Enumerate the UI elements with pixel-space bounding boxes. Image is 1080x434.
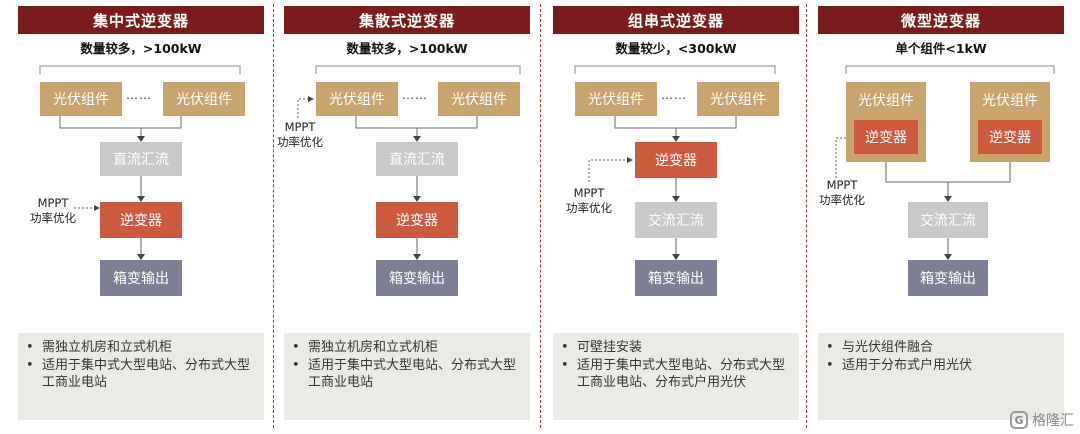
power-optimization-text: 功率优化 xyxy=(277,135,323,149)
pv-module-box: 光伏组件 xyxy=(438,82,520,116)
pv-module-label: 光伏组件 xyxy=(982,93,1038,109)
connector-lines xyxy=(574,65,776,260)
note-item: • 适用于分布式户用光伏 xyxy=(826,357,1056,374)
bullet: • xyxy=(561,340,569,355)
column-string: 组串式逆变器 数量较少，<300kW 光伏组件 …… 光伏组件 逆变器 MPPT… xyxy=(553,0,799,434)
note-item: • 适用于集中式大型电站、分布式大型工商业电站 xyxy=(26,357,256,391)
notes-panel: • 与光伏组件融合 • 适用于分布式户用光伏 xyxy=(818,333,1064,420)
note-item: • 适用于集中式大型电站、分布式大型工商业电站 xyxy=(292,357,522,391)
note-item: • 适用于集中式大型电站、分布式大型工商业电站、分布式户用光伏 xyxy=(561,357,791,391)
bullet: • xyxy=(826,358,834,373)
transformer-output-box: 箱变输出 xyxy=(376,260,458,296)
notes-panel: • 需独立机房和立式机柜 • 适用于集中式大型电站、分布式大型工商业电站 xyxy=(18,333,264,420)
column-divider xyxy=(806,4,807,428)
connector-lines xyxy=(297,65,521,260)
dc-combiner-box: 直流汇流 xyxy=(100,142,182,176)
bullet: • xyxy=(826,340,834,355)
bullet: • xyxy=(561,358,569,373)
note-text: 适用于分布式户用光伏 xyxy=(842,358,973,373)
column-micro: 微型逆变器 单个组件<1kW 光伏组件 逆变器 光伏组件 逆变器 MPPT 功率… xyxy=(818,0,1064,434)
note-text: 适用于集中式大型电站、分布式大型工商业电站 xyxy=(308,358,517,390)
power-optimization-text: 功率优化 xyxy=(30,211,76,225)
inverter-box: 逆变器 xyxy=(376,202,458,238)
ellipsis: …… xyxy=(126,88,152,102)
column-centralized: 集中式逆变器 数量较多，>100kW 光伏组件 …… 光伏组件 直流汇流 MPP… xyxy=(18,0,264,434)
note-text: 需独立机房和立式机柜 xyxy=(42,340,173,355)
pv-module-label: 光伏组件 xyxy=(858,93,914,109)
note-item: • 需独立机房和立式机柜 xyxy=(292,339,522,356)
bullet: • xyxy=(26,340,34,355)
note-item: • 与光伏组件融合 xyxy=(826,339,1056,356)
bullet: • xyxy=(26,358,34,373)
notes-panel: • 可壁挂安装 • 适用于集中式大型电站、分布式大型工商业电站、分布式户用光伏 xyxy=(553,333,799,420)
mppt-label: MPPT 功率优化 xyxy=(28,196,78,226)
note-text: 与光伏组件融合 xyxy=(842,340,934,355)
quantity-label: 数量较少，<300kW xyxy=(615,41,737,56)
watermark: G 格隆汇 xyxy=(1010,410,1074,430)
mppt-text: MPPT xyxy=(826,178,858,192)
ellipsis: …… xyxy=(402,88,428,102)
note-text: 适用于集中式大型电站、分布式大型工商业电站、分布式户用光伏 xyxy=(577,358,786,390)
bullet: • xyxy=(292,340,300,355)
mppt-label: MPPT 功率优化 xyxy=(814,178,870,208)
quantity-label: 数量较多，>100kW xyxy=(346,41,468,56)
column-divider xyxy=(540,4,541,428)
connector-lines xyxy=(39,65,241,260)
dc-combiner-box: 直流汇流 xyxy=(376,142,458,176)
note-item: • 可壁挂安装 xyxy=(561,339,791,356)
column-title: 集中式逆变器 xyxy=(18,6,264,34)
power-optimization-text: 功率优化 xyxy=(819,193,865,207)
bullet: • xyxy=(292,358,300,373)
pv-module-box: 光伏组件 xyxy=(697,82,779,116)
pv-module-box: 光伏组件 xyxy=(316,82,398,116)
mppt-label: MPPT 功率优化 xyxy=(559,186,619,216)
quantity-label: 单个组件<1kW xyxy=(895,41,987,56)
quantity-label: 数量较多，>100kW xyxy=(80,41,202,56)
pv-module-box: 光伏组件 xyxy=(163,82,245,116)
transformer-output-box: 箱变输出 xyxy=(635,260,717,296)
note-text: 适用于集中式大型电站、分布式大型工商业电站 xyxy=(42,358,251,390)
inverter-box: 逆变器 xyxy=(100,202,182,238)
note-text: 可壁挂安装 xyxy=(577,340,643,355)
column-title: 组串式逆变器 xyxy=(553,6,799,34)
mppt-text: MPPT xyxy=(284,120,316,134)
mppt-text: MPPT xyxy=(37,196,69,210)
micro-inverter-box: 逆变器 xyxy=(978,120,1042,154)
ac-combiner-box: 交流汇流 xyxy=(908,202,988,238)
ac-combiner-box: 交流汇流 xyxy=(635,202,717,238)
inverter-box: 逆变器 xyxy=(635,142,717,178)
column-title: 微型逆变器 xyxy=(818,6,1064,34)
transformer-output-box: 箱变输出 xyxy=(908,260,988,296)
mppt-label: MPPT 功率优化 xyxy=(274,120,326,150)
notes-panel: • 需独立机房和立式机柜 • 适用于集中式大型电站、分布式大型工商业电站 xyxy=(284,333,530,420)
watermark-text: 格隆汇 xyxy=(1032,413,1074,429)
ellipsis: …… xyxy=(661,88,687,102)
pv-module-box: 光伏组件 xyxy=(575,82,657,116)
pv-module-box: 光伏组件 xyxy=(40,82,122,116)
micro-inverter-box: 逆变器 xyxy=(854,120,918,154)
column-divider xyxy=(273,4,274,428)
transformer-output-box: 箱变输出 xyxy=(100,260,182,296)
column-title: 集散式逆变器 xyxy=(284,6,530,34)
gelonghui-logo-icon: G xyxy=(1010,411,1028,429)
column-distributed-centralized: 集散式逆变器 数量较多，>100kW 光伏组件 …… 光伏组件 MPPT 功率优… xyxy=(277,0,530,434)
power-optimization-text: 功率优化 xyxy=(566,201,612,215)
note-text: 需独立机房和立式机柜 xyxy=(308,340,439,355)
note-item: • 需独立机房和立式机柜 xyxy=(26,339,256,356)
mppt-text: MPPT xyxy=(573,186,605,200)
